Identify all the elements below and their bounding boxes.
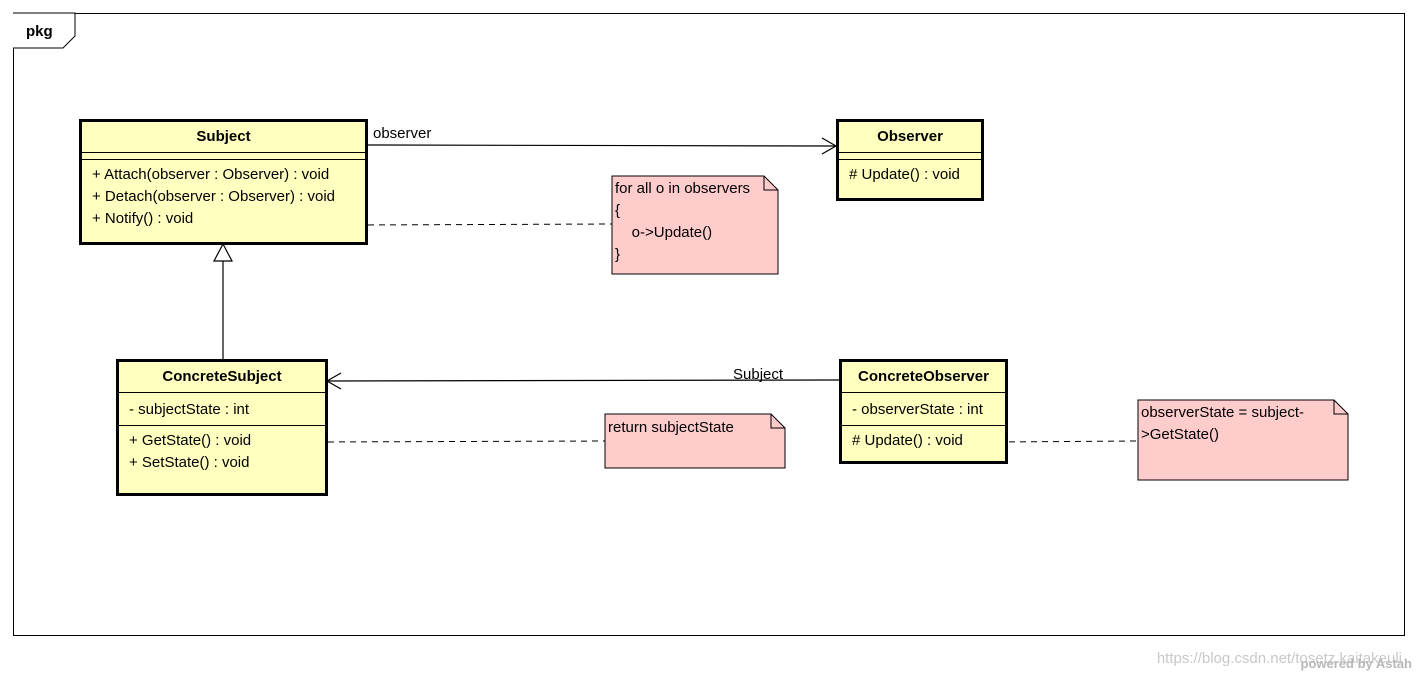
operation: + Attach(observer : Observer) : void (92, 166, 330, 183)
class-name: Observer (839, 122, 981, 153)
attributes-compartment (82, 153, 365, 160)
note-update[interactable]: observerState = subject- >GetState() (1138, 401, 1348, 447)
class-subject[interactable]: Subject + Attach(observer : Observer) : … (79, 119, 368, 245)
attribute: - observerState : int (852, 401, 983, 418)
note-getstate[interactable]: return subjectState (605, 416, 785, 440)
association-subject-observer (366, 144, 837, 147)
operations-compartment: # Update() : void (842, 426, 1005, 456)
class-concrete-observer[interactable]: ConcreteObserver - observerState : int #… (839, 359, 1008, 464)
note-connector-update (997, 440, 1139, 443)
note-shape-update (1137, 399, 1349, 481)
package-tab (13, 12, 76, 49)
note-connector-notify (356, 223, 613, 226)
package-label: pkg (26, 23, 53, 40)
class-observer[interactable]: Observer # Update() : void (836, 119, 984, 201)
operation: + SetState() : void (129, 454, 250, 471)
operations-compartment: + GetState() : void + SetState() : void (119, 426, 325, 478)
class-name: ConcreteObserver (842, 362, 1005, 393)
operation: # Update() : void (849, 166, 960, 183)
operation: + Notify() : void (92, 210, 194, 227)
attributes-compartment (839, 153, 981, 160)
operation: # Update() : void (852, 432, 963, 449)
role-label-observer: observer (373, 125, 432, 142)
association-concreteobserver-concretesubject (326, 379, 841, 382)
class-name: ConcreteSubject (119, 362, 325, 393)
operations-compartment: + Attach(observer : Observer) : void + D… (82, 160, 365, 234)
attributes-compartment: - subjectState : int (119, 393, 325, 426)
attribute: - subjectState : int (129, 401, 250, 418)
powered-by-label: powered by Astah (1300, 656, 1412, 671)
class-name: Subject (82, 122, 365, 153)
note-text: observerState = subject- >GetState() (1141, 404, 1305, 443)
note-shape-notify (611, 175, 779, 275)
note-connector-getstate (316, 440, 606, 443)
operations-compartment: # Update() : void (839, 160, 981, 190)
attributes-compartment: - observerState : int (842, 393, 1005, 426)
watermark: https://blog.csdn.net/tosetz.kaitakeuli (1156, 650, 1402, 667)
note-notify[interactable]: for all o in observers { o->Update() } (612, 177, 778, 267)
package-frame (13, 13, 1405, 636)
note-text: for all o in observers { o->Update() } (615, 180, 751, 263)
operation: + GetState() : void (129, 432, 252, 449)
generalization-arrowhead (213, 242, 233, 262)
role-label-subject: Subject (733, 366, 784, 383)
note-text: return subjectState (608, 419, 734, 436)
class-concrete-subject[interactable]: ConcreteSubject - subjectState : int + G… (116, 359, 328, 496)
note-shape-getstate (604, 413, 786, 469)
operation: + Detach(observer : Observer) : void (92, 188, 336, 205)
